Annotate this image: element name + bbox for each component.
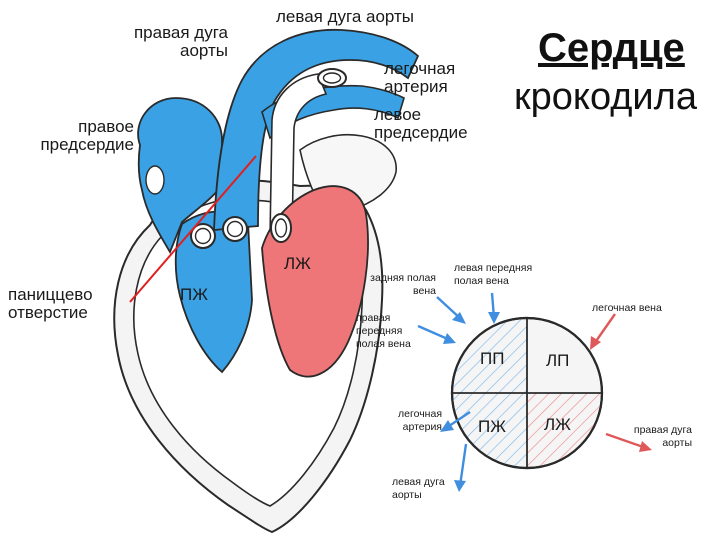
label-right-aortic-arch: правая дуга аорты: [133, 23, 228, 60]
vessel-ring-1: [190, 223, 216, 249]
label-scheme-ra: ПП: [480, 349, 505, 368]
label-left-aortic-arch: левая дуга аорты: [276, 7, 415, 26]
label-posterior-vena-cava: задняя полая вена: [370, 272, 436, 298]
right-atrium-shape: [137, 97, 223, 255]
red-pointer-line: [129, 155, 257, 303]
arrow-pulm-vein: [590, 313, 616, 350]
title-line2: крокодила: [514, 76, 697, 118]
label-scheme-la: ЛП: [546, 351, 570, 370]
label-heart-rv: ПЖ: [180, 285, 208, 304]
label-right-atrium: правое предсердие: [40, 117, 134, 154]
label-scheme-lv: ЛЖ: [544, 415, 571, 434]
arrow-left-ant-vena: [488, 292, 500, 324]
vessel-ring-3: [270, 213, 292, 243]
label-scheme-right-aortic-arch: правая дуга аорты: [633, 424, 692, 450]
label-scheme-pulmonary-artery: легочная артерия: [398, 408, 442, 434]
arrow-right-ant-vena: [417, 324, 456, 344]
label-right-anterior-vena-cava: правая передняя полая вена: [356, 312, 411, 351]
right-atrium-opening: [145, 165, 165, 195]
label-left-anterior-vena-cava: левая передняя полая вена: [454, 262, 533, 288]
vessel-ring-4: [317, 68, 347, 88]
chamber-scheme: [450, 316, 604, 470]
label-panizza-foramen: паниццево отверстие: [8, 285, 93, 322]
arrow-pulm-artery: [440, 411, 471, 432]
label-scheme-left-aortic-arch: левая дуга аорты: [392, 476, 445, 502]
arrow-left-arch: [454, 443, 468, 492]
arrow-right-arch: [605, 432, 652, 452]
arrow-post-vena: [436, 296, 466, 324]
title-line1: Сердце: [538, 26, 685, 70]
label-pulmonary-artery: легочная артерия: [384, 59, 456, 96]
vessel-ring-2: [222, 216, 248, 242]
label-scheme-rv: ПЖ: [478, 417, 506, 436]
label-heart-lv: ЛЖ: [284, 254, 311, 273]
label-pulmonary-vein: легочная вена: [592, 302, 662, 314]
label-left-atrium: левое предсердие: [374, 105, 468, 142]
